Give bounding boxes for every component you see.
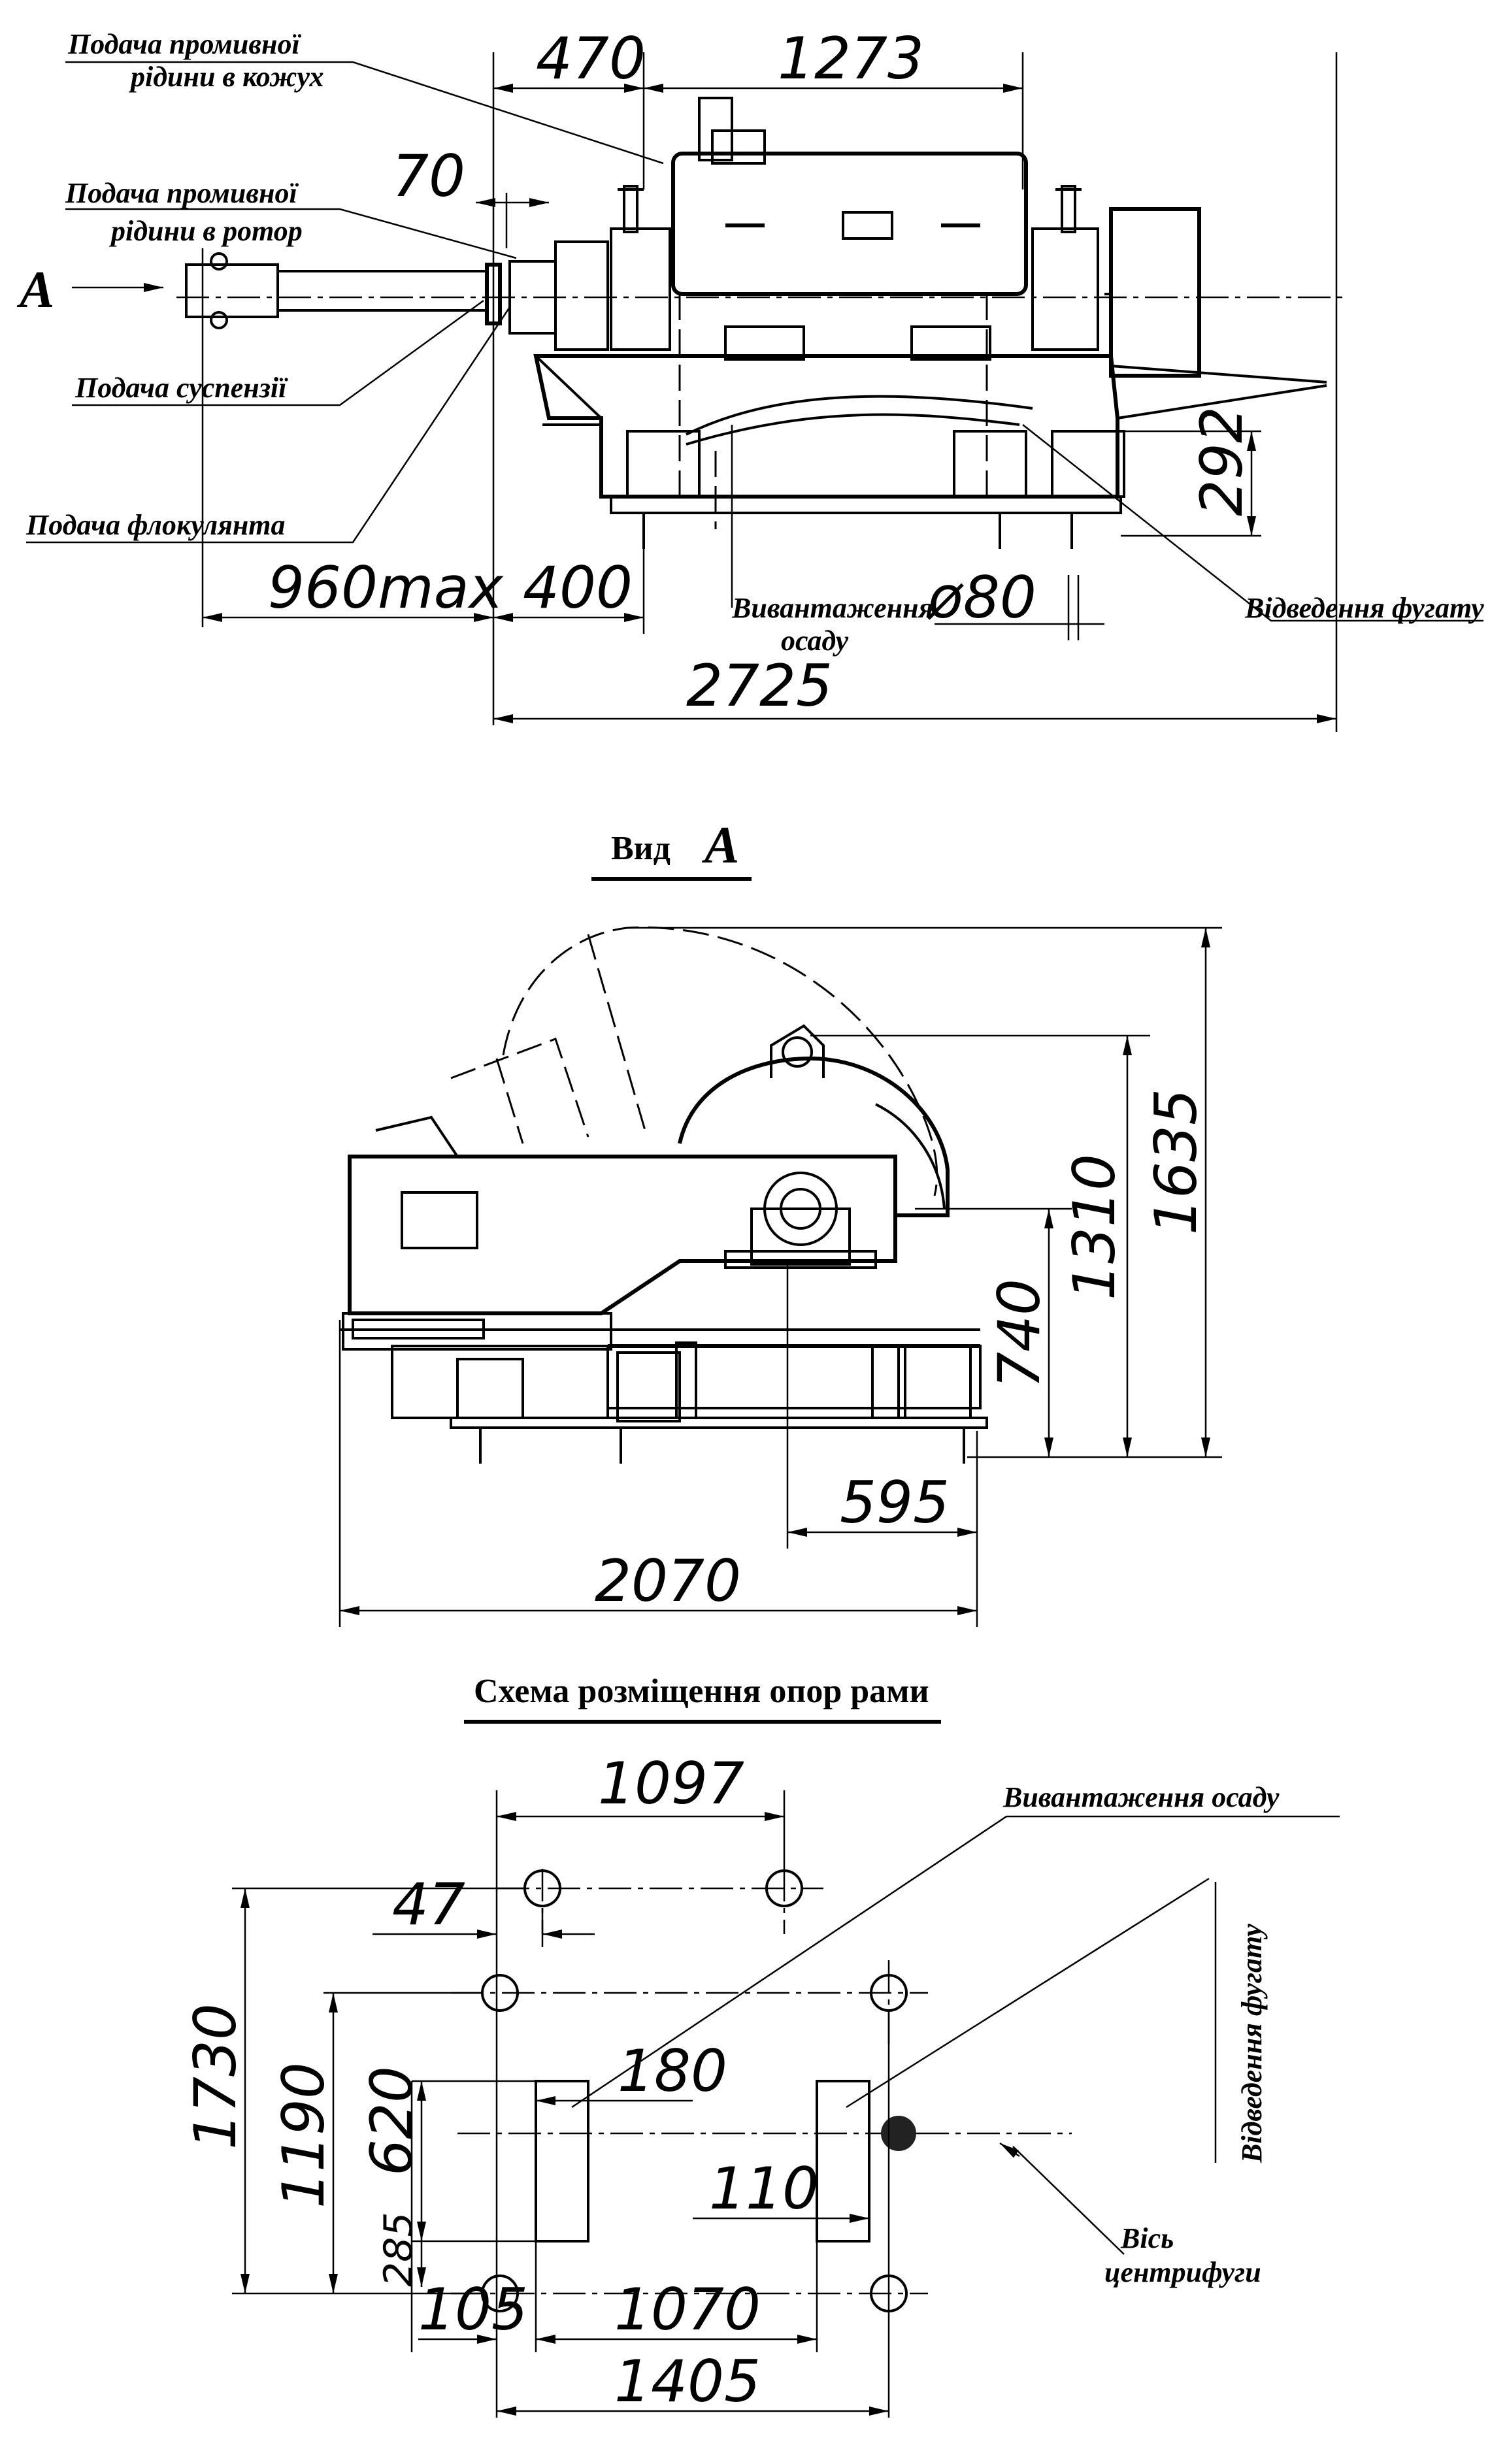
dim-1730: 1730: [182, 2003, 249, 2150]
dim-1405: 1405: [614, 2348, 761, 2415]
label-wash-rotor-line1: Подача промивної: [65, 177, 299, 209]
dim-2070: 2070: [595, 1547, 741, 1615]
label-sediment-discharge-line2: осаду: [781, 625, 849, 657]
side-view: [26, 52, 1483, 732]
dim-1190: 1190: [270, 2062, 337, 2209]
label-suspension-feed: Подача суспензії: [74, 372, 288, 404]
dim-110: 110: [709, 2155, 819, 2222]
dim-1070: 1070: [614, 2276, 761, 2343]
label-wash-rotor-line2: рідини в ротор: [108, 215, 303, 247]
support-layout-title: Схема розміщення опор рами: [464, 1673, 941, 1724]
label-centrifuge-axis-line1: Вісь: [1120, 2222, 1174, 2254]
dim-470: 470: [536, 25, 646, 92]
dim-1273: 1273: [778, 25, 924, 92]
dim-2725: 2725: [686, 652, 833, 719]
dim-285: 285: [376, 2212, 422, 2287]
view-a-title: Вид A: [591, 817, 752, 881]
dim-1310: 1310: [1061, 1154, 1128, 1300]
dim-d80: ø80: [927, 564, 1036, 631]
view-a-title-prefix: Вид: [611, 830, 670, 867]
label-flocculant-feed: Подача флокулянта: [25, 509, 286, 541]
dim-595: 595: [840, 1469, 950, 1536]
label-sediment-outlet-plan: Вивантаження осаду: [1002, 1781, 1280, 1813]
label-fugate-outlet-plan: Відведення фугату: [1236, 1924, 1268, 2163]
dim-70: 70: [392, 142, 465, 210]
dim-740: 740: [985, 1279, 1053, 1388]
label-centrifuge-axis-line2: центрифуги: [1104, 2256, 1261, 2288]
label-fugate-outlet: Відведення фугату: [1244, 592, 1484, 624]
dim-620: 620: [358, 2066, 425, 2176]
dim-180: 180: [618, 2037, 727, 2105]
dim-292: 292: [1188, 406, 1255, 516]
support-layout-title-text: Схема розміщення опор рами: [474, 1673, 929, 1710]
dim-400: 400: [523, 554, 633, 621]
dim-105: 105: [418, 2276, 528, 2343]
dim-47: 47: [392, 1871, 465, 1938]
label-wash-shell-line2: рідини в кожух: [128, 61, 323, 93]
end-view: [339, 926, 1222, 1627]
support-layout-plan: [232, 1790, 1340, 2418]
dim-1097: 1097: [598, 1750, 744, 1817]
label-wash-shell-line1: Подача промивної: [67, 28, 301, 60]
label-sediment-discharge: Вивантаження: [731, 592, 933, 624]
dim-1635: 1635: [1142, 1089, 1210, 1235]
dim-960max: 960max: [268, 554, 504, 621]
view-a-title-letter: A: [701, 817, 739, 874]
view-a-arrow-label: A: [16, 261, 54, 319]
